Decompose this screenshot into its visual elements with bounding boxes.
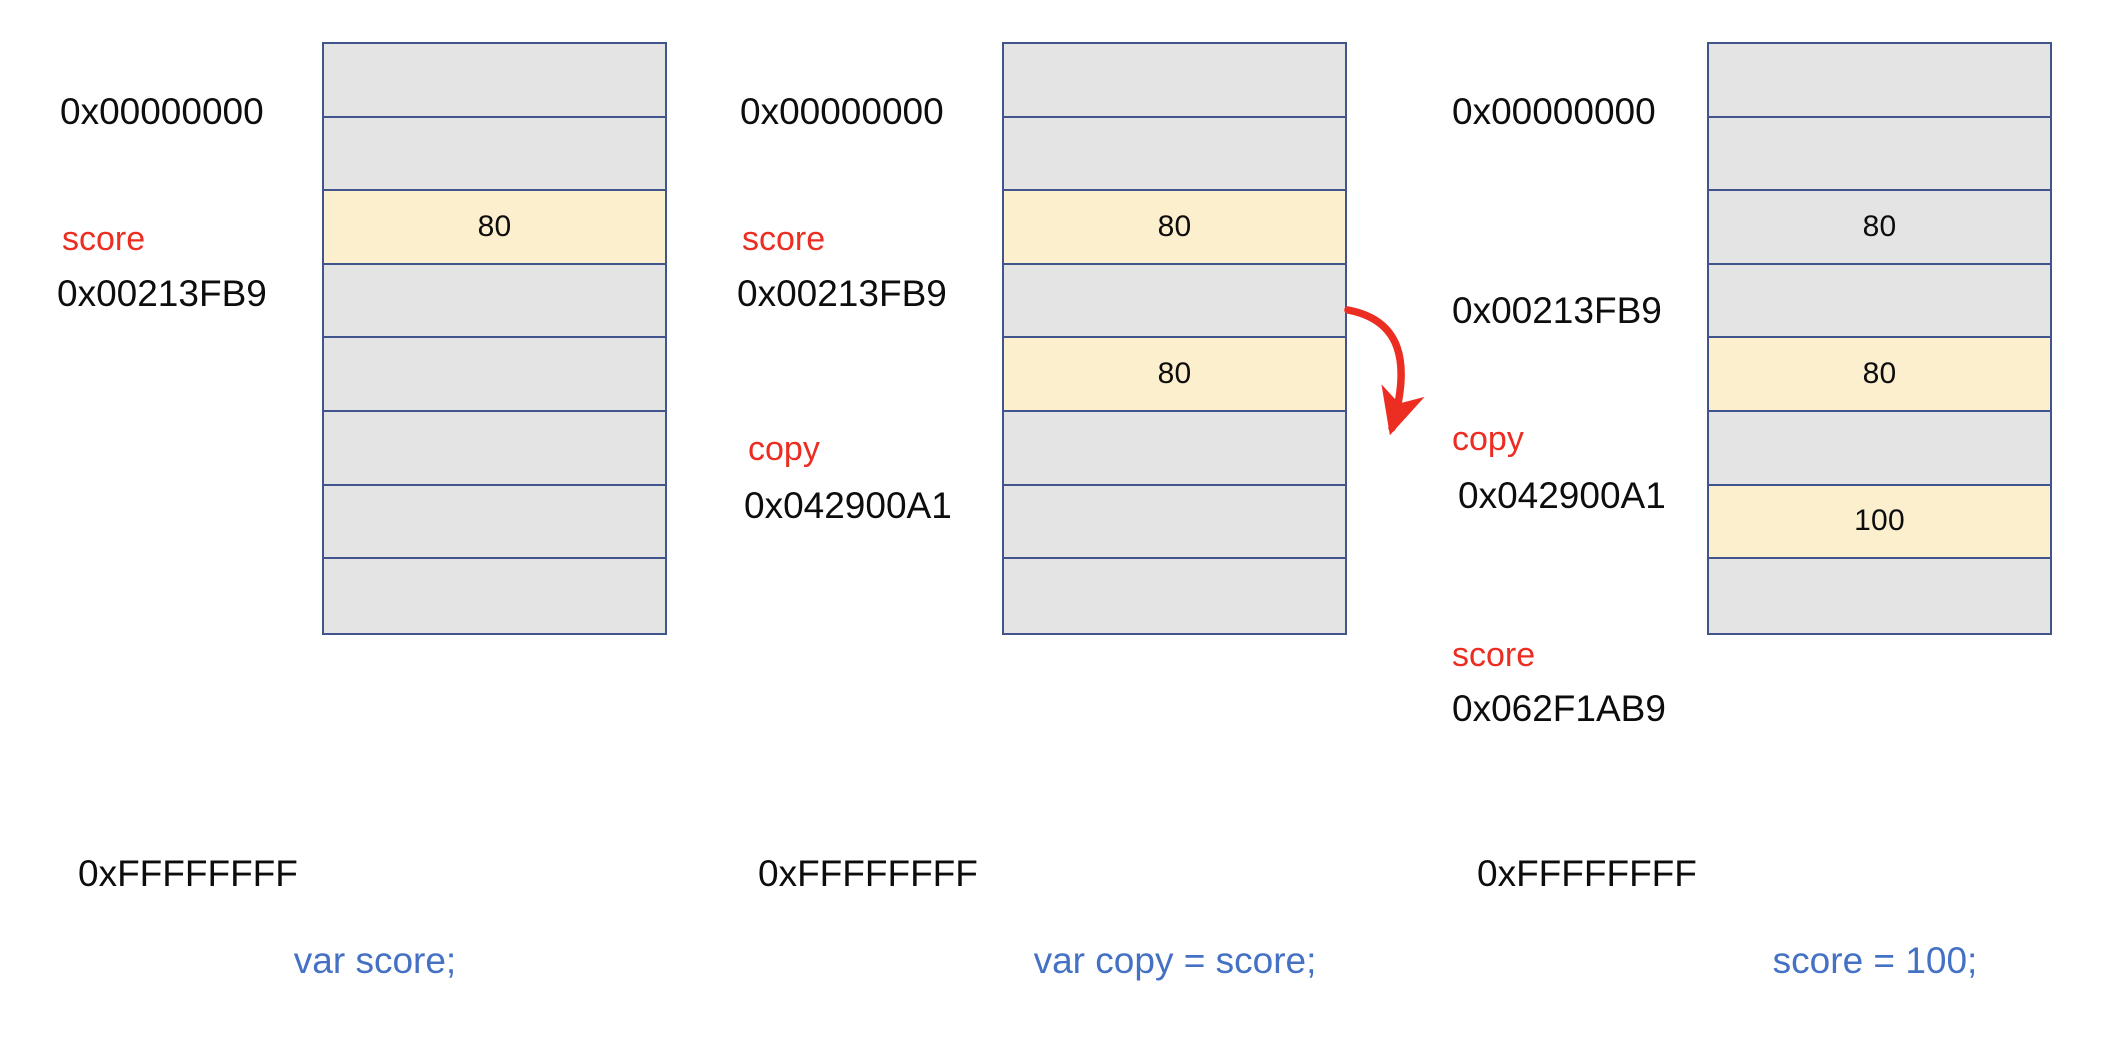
caption-panel-3: score = 100; — [1772, 940, 1978, 981]
address-label-top-3: 0x00000000 — [1452, 91, 1656, 132]
caption-panel-2: var copy = score; — [1033, 940, 1317, 981]
variable-label-score-3: score — [1452, 636, 1536, 674]
memory-cell — [1004, 44, 1345, 118]
variable-label-copy-2: copy — [748, 430, 820, 468]
memory-cell — [324, 264, 665, 339]
memory-cell — [1709, 559, 2050, 633]
memory-cell — [1004, 264, 1345, 339]
memory-column-1: 80 — [322, 42, 667, 635]
address-label-old-score-3: 0x00213FB9 — [1452, 290, 1662, 331]
variable-label-score-1: score — [62, 220, 146, 258]
address-label-score-2: 0x00213FB9 — [737, 273, 947, 314]
memory-cell — [1709, 264, 2050, 339]
address-label-bottom-3: 0xFFFFFFFF — [1477, 853, 1697, 894]
memory-cell-copy: 80 — [1709, 338, 2050, 412]
memory-cell-score: 100 — [1709, 485, 2050, 560]
memory-cell-old-score: 80 — [1709, 191, 2050, 265]
address-label-copy-3: 0x042900A1 — [1458, 475, 1666, 516]
memory-cell — [324, 44, 665, 118]
memory-cell — [1004, 411, 1345, 486]
memory-cell — [324, 559, 665, 633]
memory-cell — [1709, 44, 2050, 118]
memory-cell — [1004, 117, 1345, 192]
memory-cell — [1709, 117, 2050, 192]
memory-cell — [324, 485, 665, 560]
memory-cell-score: 80 — [1004, 191, 1345, 265]
address-label-top-2: 0x00000000 — [740, 91, 944, 132]
memory-cell — [324, 411, 665, 486]
address-label-score-1: 0x00213FB9 — [57, 273, 267, 314]
variable-label-copy-3: copy — [1452, 420, 1524, 458]
address-label-top-1: 0x00000000 — [60, 91, 264, 132]
memory-column-3: 80 80 100 — [1707, 42, 2052, 635]
address-label-copy-2: 0x042900A1 — [744, 485, 952, 526]
memory-cell — [324, 117, 665, 192]
variable-label-score-2: score — [742, 220, 826, 258]
memory-column-2: 80 80 — [1002, 42, 1347, 635]
memory-cell-score: 80 — [324, 191, 665, 265]
memory-cell — [1709, 411, 2050, 486]
memory-cell — [324, 338, 665, 412]
memory-cell — [1004, 485, 1345, 560]
address-label-score-3: 0x062F1AB9 — [1452, 688, 1666, 729]
memory-cell-copy: 80 — [1004, 338, 1345, 412]
caption-panel-1: var score; — [293, 940, 457, 981]
address-label-bottom-1: 0xFFFFFFFF — [78, 853, 298, 894]
address-label-bottom-2: 0xFFFFFFFF — [758, 853, 978, 894]
memory-cell — [1004, 559, 1345, 633]
